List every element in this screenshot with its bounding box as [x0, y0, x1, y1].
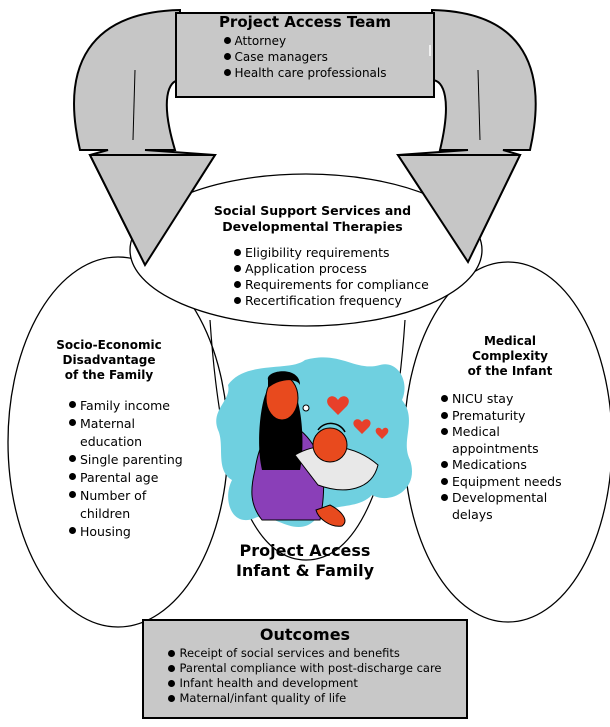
- bullet-icon: [441, 395, 448, 402]
- heart-icon: [375, 427, 389, 439]
- team-title: Project Access Team: [218, 13, 392, 31]
- list-item: Developmental delays: [441, 490, 580, 523]
- bullet-icon: [441, 428, 448, 435]
- bullet-icon: [223, 53, 231, 60]
- list-item: Requirements for compliance: [234, 277, 435, 293]
- team-list: Attorney Case managers Health care profe…: [223, 33, 387, 81]
- list-item: Equipment needs: [441, 474, 580, 491]
- list-item: Health care professionals: [223, 65, 387, 81]
- bullet-icon: [69, 419, 76, 426]
- heart-icon: [353, 419, 371, 434]
- list-item: Eligibility requirements: [234, 245, 435, 261]
- outcomes-title: Outcomes: [259, 625, 351, 644]
- medical-list: NICU stay Prematurity Medical appointmen…: [441, 391, 580, 523]
- list-item: Housing: [69, 523, 183, 541]
- socio-list: Family income Maternal education Single …: [69, 397, 183, 541]
- bullet-icon: [223, 37, 231, 44]
- socio-economic-disadvantage: Socio-Economic Disadvantage of the Famil…: [35, 338, 183, 541]
- list-item: Medical appointments: [441, 424, 580, 457]
- mother-infant-clipart-icon: [216, 357, 412, 528]
- list-item: Receipt of social services and benefits: [168, 646, 441, 661]
- project-access-team: Project Access Team Attorney Case manage…: [176, 13, 434, 97]
- list-item: Case managers: [223, 49, 387, 65]
- outcomes-list: Receipt of social services and benefits …: [168, 646, 442, 706]
- support-services-ellipse: [129, 173, 483, 327]
- list-item: Attorney: [223, 33, 387, 49]
- bullet-icon: [168, 680, 176, 687]
- heart-icon: [327, 396, 349, 415]
- social-support-services: Social Support Services and Developmenta…: [190, 203, 435, 309]
- bullet-icon: [69, 473, 76, 480]
- bullet-icon: [69, 527, 76, 534]
- bullet-icon: [69, 491, 76, 498]
- bullet-icon: [234, 249, 241, 256]
- list-item: Maternal/infant quality of life: [168, 691, 441, 706]
- bullet-icon: [441, 461, 448, 468]
- outcomes-box: [142, 619, 468, 719]
- support-list: Eligibility requirements Application pro…: [234, 245, 435, 309]
- list-item: Recertification frequency: [234, 293, 435, 309]
- list-item: Maternal education: [69, 415, 183, 451]
- list-item: Application process: [234, 261, 435, 277]
- bullet-icon: [168, 650, 176, 657]
- bullet-icon: [69, 455, 76, 462]
- outcomes: Outcomes Receipt of social services and …: [143, 620, 467, 718]
- list-item: Parental compliance with post-discharge …: [168, 661, 442, 676]
- list-item: Medications: [441, 457, 580, 474]
- bullet-icon: [234, 297, 241, 304]
- socio-title: Socio-Economic Disadvantage of the Famil…: [56, 338, 162, 382]
- list-item: Prematurity: [441, 408, 580, 425]
- medical-complexity: Medical Complexity of the Infant NICU st…: [440, 334, 580, 523]
- support-title: Social Support Services and Developmenta…: [213, 203, 412, 234]
- bullet-icon: [441, 477, 448, 485]
- bullet-icon: [441, 494, 448, 501]
- list-item: Parental age: [69, 469, 183, 487]
- bullet-icon: [168, 695, 176, 702]
- list-item: Infant health and development: [168, 676, 441, 691]
- infant-family-label: Project Access Infant & Family: [235, 541, 375, 580]
- bullet-icon: [441, 411, 448, 419]
- list-item: NICU stay: [441, 391, 580, 408]
- bullet-icon: [234, 265, 241, 272]
- list-item: Family income: [69, 397, 183, 415]
- medical-title: Medical Complexity of the Infant: [467, 334, 553, 378]
- bullet-icon: [69, 401, 76, 408]
- bullet-icon: [234, 281, 241, 288]
- bullet-icon: [168, 665, 176, 672]
- team-box: [175, 12, 435, 98]
- list-item: Number of children: [69, 487, 183, 523]
- list-item: Single parenting: [69, 451, 183, 469]
- bullet-icon: [223, 69, 231, 76]
